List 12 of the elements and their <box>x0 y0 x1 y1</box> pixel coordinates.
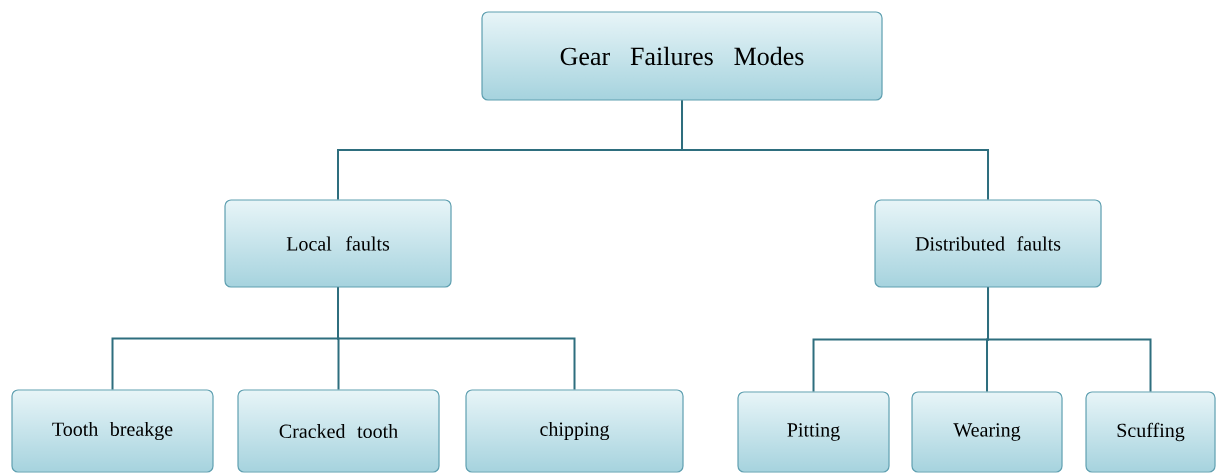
connector <box>681 99 989 201</box>
process-box: Tooth breakge <box>11 389 214 473</box>
process-box: Gear Failures Modes <box>481 11 883 101</box>
process-box: Pitting <box>737 391 890 473</box>
process-box: Wearing <box>911 391 1063 473</box>
process-box: Distributed faults <box>874 199 1102 288</box>
process-box: Scuffing <box>1085 391 1216 473</box>
process-box: Local faults <box>224 199 452 288</box>
connector <box>337 286 576 391</box>
process-box: chipping <box>465 389 684 473</box>
connector <box>987 286 1152 393</box>
process-box: Cracked tooth <box>237 389 440 473</box>
